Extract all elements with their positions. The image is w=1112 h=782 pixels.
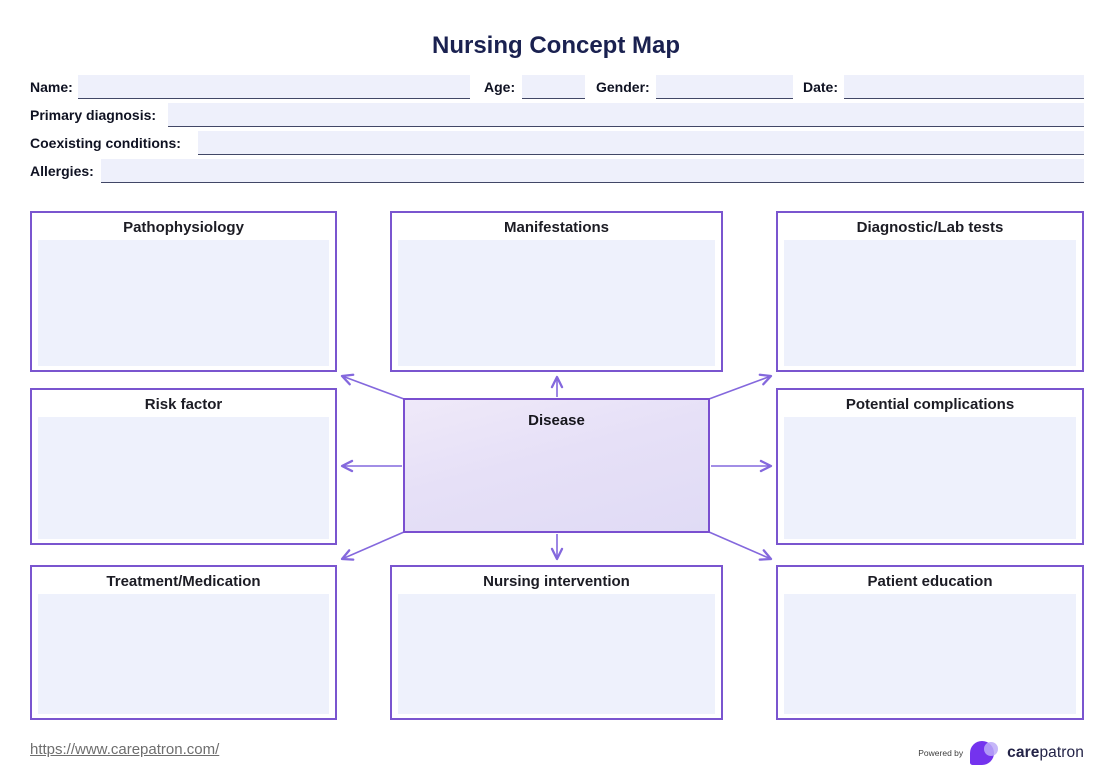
primary-diagnosis-label: Primary diagnosis: (30, 107, 157, 123)
carepatron-logo-icon (970, 740, 1000, 766)
node-disease-center[interactable]: Disease (403, 398, 710, 533)
carepatron-link[interactable]: https://www.carepatron.com/ (30, 741, 220, 758)
powered-by-text: Powered by (918, 748, 964, 758)
brand-patron-text: patron (1039, 744, 1084, 761)
node-risk-factor: Risk factor (30, 388, 337, 545)
node-risk-factor-title: Risk factor (144, 396, 223, 413)
page-title: Nursing Concept Map (431, 32, 680, 59)
node-manifestations-input-area[interactable] (398, 240, 715, 366)
node-nursing-intervention-title: Nursing intervention (483, 573, 630, 590)
carepatron-wordmark: carepatron (1007, 744, 1084, 762)
node-diagnostic-lab-tests-title: Diagnostic/Lab tests (856, 219, 1004, 236)
node-manifestations-title: Manifestations (503, 219, 609, 236)
arrow-to-diagnostic-lab-tests (708, 373, 773, 400)
powered-by-badge[interactable]: Powered by carepatron (918, 740, 1084, 766)
age-label: Age: (484, 79, 516, 95)
node-pathophysiology-title: Pathophysiology (123, 219, 244, 236)
arrow-to-treatment-medication (340, 531, 405, 561)
date-label: Date: (803, 79, 839, 95)
node-manifestations: Manifestations (390, 211, 723, 372)
brand-care-text: care (1007, 744, 1040, 761)
node-potential-complications-title: Potential complications (845, 396, 1015, 413)
name-field[interactable] (78, 75, 470, 99)
node-treatment-medication: Treatment/Medication (30, 565, 337, 720)
node-potential-complications-input-area[interactable] (784, 417, 1076, 539)
coexisting-conditions-label: Coexisting conditions: (30, 135, 181, 151)
primary-diagnosis-field[interactable] (168, 103, 1084, 127)
name-label: Name: (30, 79, 73, 95)
node-disease-title: Disease (528, 412, 585, 429)
gender-field[interactable] (656, 75, 793, 99)
logo-circle-shape (984, 742, 999, 756)
node-patient-education-input-area[interactable] (784, 594, 1076, 714)
date-field[interactable] (844, 75, 1084, 99)
arrow-to-patient-education (708, 531, 773, 561)
coexisting-conditions-field[interactable] (198, 131, 1084, 155)
node-pathophysiology: Pathophysiology (30, 211, 337, 372)
node-potential-complications: Potential complications (776, 388, 1084, 545)
age-field[interactable] (522, 75, 585, 99)
node-patient-education-title: Patient education (867, 573, 993, 590)
node-treatment-medication-input-area[interactable] (38, 594, 329, 714)
node-pathophysiology-input-area[interactable] (38, 240, 329, 366)
gender-label: Gender: (596, 79, 650, 95)
node-risk-factor-input-area[interactable] (38, 417, 329, 539)
arrow-to-pathophysiology (340, 373, 405, 400)
allergies-field[interactable] (101, 159, 1084, 183)
node-patient-education: Patient education (776, 565, 1084, 720)
allergies-label: Allergies: (30, 163, 94, 179)
node-diagnostic-lab-tests: Diagnostic/Lab tests (776, 211, 1084, 372)
node-diagnostic-lab-tests-input-area[interactable] (784, 240, 1076, 366)
node-nursing-intervention: Nursing intervention (390, 565, 723, 720)
node-nursing-intervention-input-area[interactable] (398, 594, 715, 714)
node-treatment-medication-title: Treatment/Medication (106, 573, 261, 590)
